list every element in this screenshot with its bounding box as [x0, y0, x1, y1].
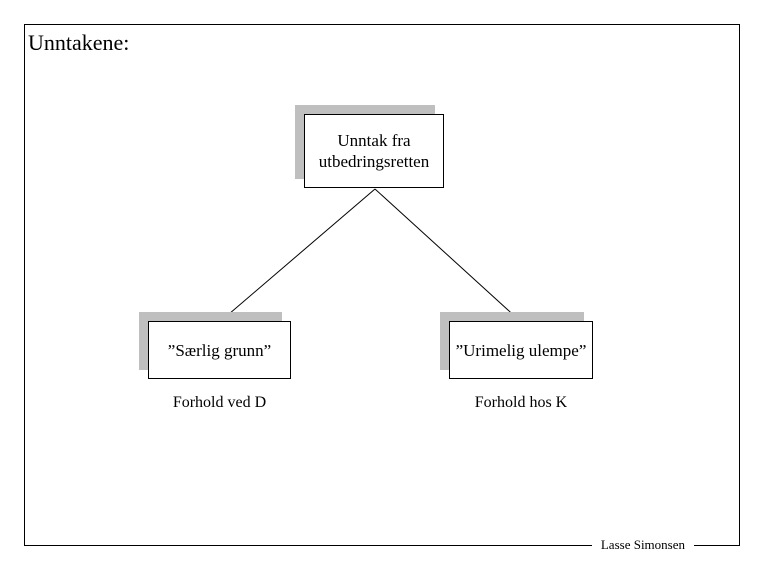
node-urimelig-ulempe-label: ”Urimelig ulempe”: [455, 340, 587, 360]
footer-signature: Lasse Simonsen: [591, 537, 694, 553]
node-saerlig-grunn-box: ”Særlig grunn”: [148, 321, 291, 379]
footer-rule-right: [694, 544, 740, 546]
caption-forhold-hos-k: Forhold hos K: [474, 394, 568, 411]
node-urimelig-ulempe-box: ”Urimelig ulempe”: [449, 321, 593, 379]
caption-forhold-ved-d: Forhold ved D: [172, 394, 267, 411]
node-root-label: Unntak fra utbedringsretten: [318, 131, 430, 171]
footer: Lasse Simonsen: [440, 530, 740, 560]
node-root[interactable]: Unntak fra utbedringsretten: [295, 105, 444, 188]
node-saerlig-grunn[interactable]: ”Særlig grunn”: [139, 312, 291, 379]
footer-rule-left: [440, 544, 592, 546]
node-saerlig-grunn-label: ”Særlig grunn”: [167, 340, 272, 360]
node-root-box: Unntak fra utbedringsretten: [304, 114, 444, 188]
node-urimelig-ulempe[interactable]: ”Urimelig ulempe”: [440, 312, 593, 379]
slide-frame: [24, 24, 740, 546]
page-title: Unntakene:: [28, 30, 130, 55]
